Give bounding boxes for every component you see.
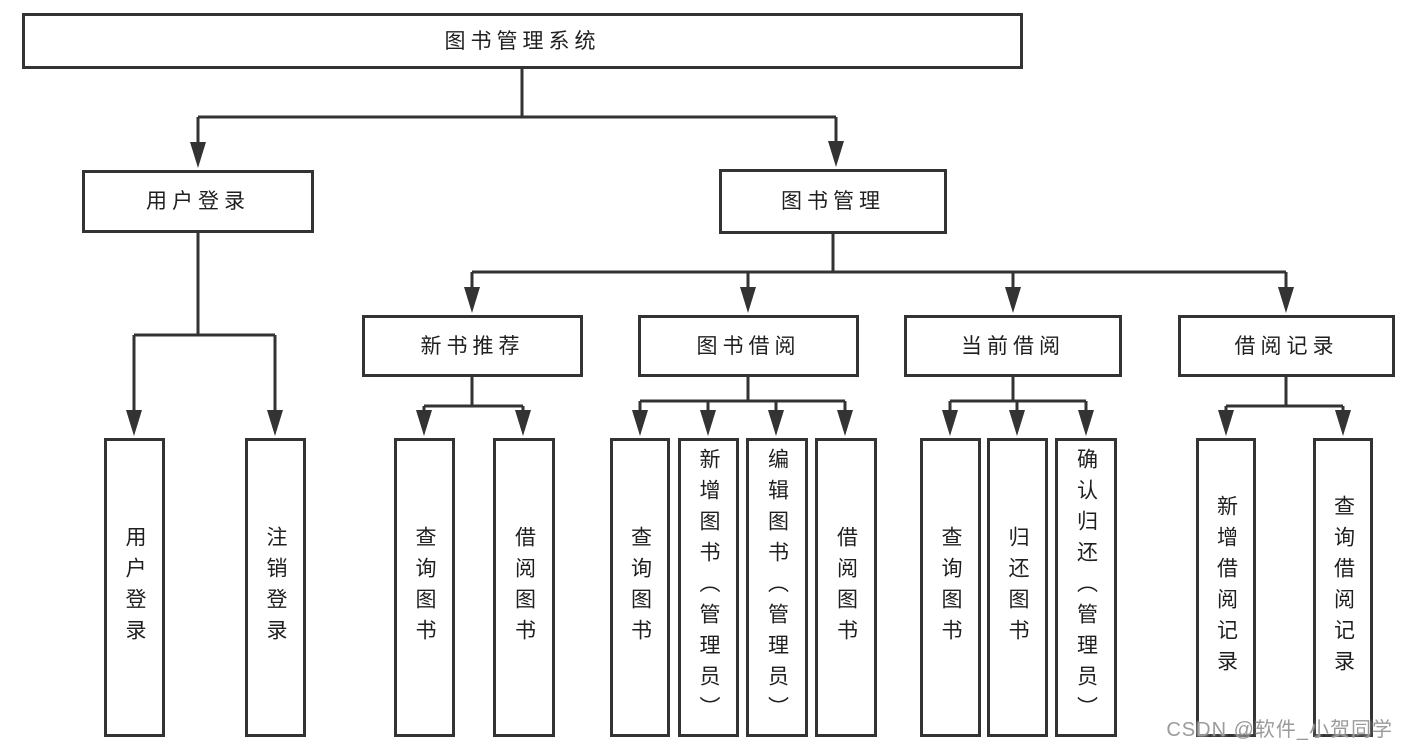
leaf-borrow-books-borrowing: 借阅图书 <box>815 438 877 737</box>
arrowhead-icon <box>515 410 531 436</box>
arrowhead-icon <box>1078 410 1094 436</box>
connector-borrowing-records-children <box>1224 377 1345 414</box>
leaf-logout: 注销登录 <box>245 438 306 737</box>
watermark: CSDN @软件_小贺同学 <box>1166 719 1393 741</box>
connector-new-book-recommendation-children <box>422 377 525 414</box>
arrowhead-icon <box>126 410 142 436</box>
arrowhead-icon <box>1005 287 1021 313</box>
connector-current-borrowing-children <box>948 377 1088 414</box>
node-book-management: 图书管理 <box>719 169 947 234</box>
node-book-borrowing: 图书借阅 <box>638 315 859 377</box>
arrowhead-icon <box>632 410 648 436</box>
arrowhead-icon <box>1009 410 1025 436</box>
node-borrowing-records: 借阅记录 <box>1178 315 1395 377</box>
leaf-query-books-current: 查询图书 <box>920 438 981 737</box>
leaf-borrow-books-recommend: 借阅图书 <box>493 438 555 737</box>
arrowheads <box>126 141 1351 436</box>
arrowhead-icon <box>190 142 206 168</box>
arrowhead-icon <box>740 287 756 313</box>
leaf-query-borrow-record: 查询借阅记录 <box>1313 438 1373 737</box>
leaf-edit-book-admin: 编辑图书（管理员） <box>746 438 808 737</box>
arrowhead-icon <box>1335 410 1351 436</box>
node-current-borrowing: 当前借阅 <box>904 315 1122 377</box>
arrowhead-icon <box>1278 287 1294 313</box>
arrowhead-icon <box>828 141 844 167</box>
leaf-add-borrow-record: 新增借阅记录 <box>1196 438 1256 737</box>
connector-root-to-level2 <box>196 69 838 146</box>
arrowhead-icon <box>768 410 784 436</box>
arrowhead-icon <box>464 287 480 313</box>
node-new-book-recommendation: 新书推荐 <box>362 315 583 377</box>
arrowhead-icon <box>267 410 283 436</box>
connector-book-borrowing-children <box>638 377 847 414</box>
leaf-confirm-return-admin: 确认归还（管理员） <box>1055 438 1117 737</box>
leaf-query-books-borrowing: 查询图书 <box>610 438 670 737</box>
leaf-user-login: 用户登录 <box>104 438 165 737</box>
arrowhead-icon <box>942 410 958 436</box>
leaf-return-books: 归还图书 <box>987 438 1048 737</box>
arrowhead-icon <box>837 410 853 436</box>
leaf-query-books-recommend: 查询图书 <box>394 438 455 737</box>
node-library-system: 图书管理系统 <box>22 13 1023 69</box>
leaf-add-book-admin: 新增图书（管理员） <box>678 438 739 737</box>
connector-book-management-children <box>470 234 1288 291</box>
node-user-login: 用户登录 <box>82 170 314 233</box>
arrowhead-icon <box>1218 410 1234 436</box>
arrowhead-icon <box>416 410 432 436</box>
connector-paths <box>132 69 1345 414</box>
connector-user-login-children <box>132 233 277 414</box>
arrowhead-icon <box>700 410 716 436</box>
